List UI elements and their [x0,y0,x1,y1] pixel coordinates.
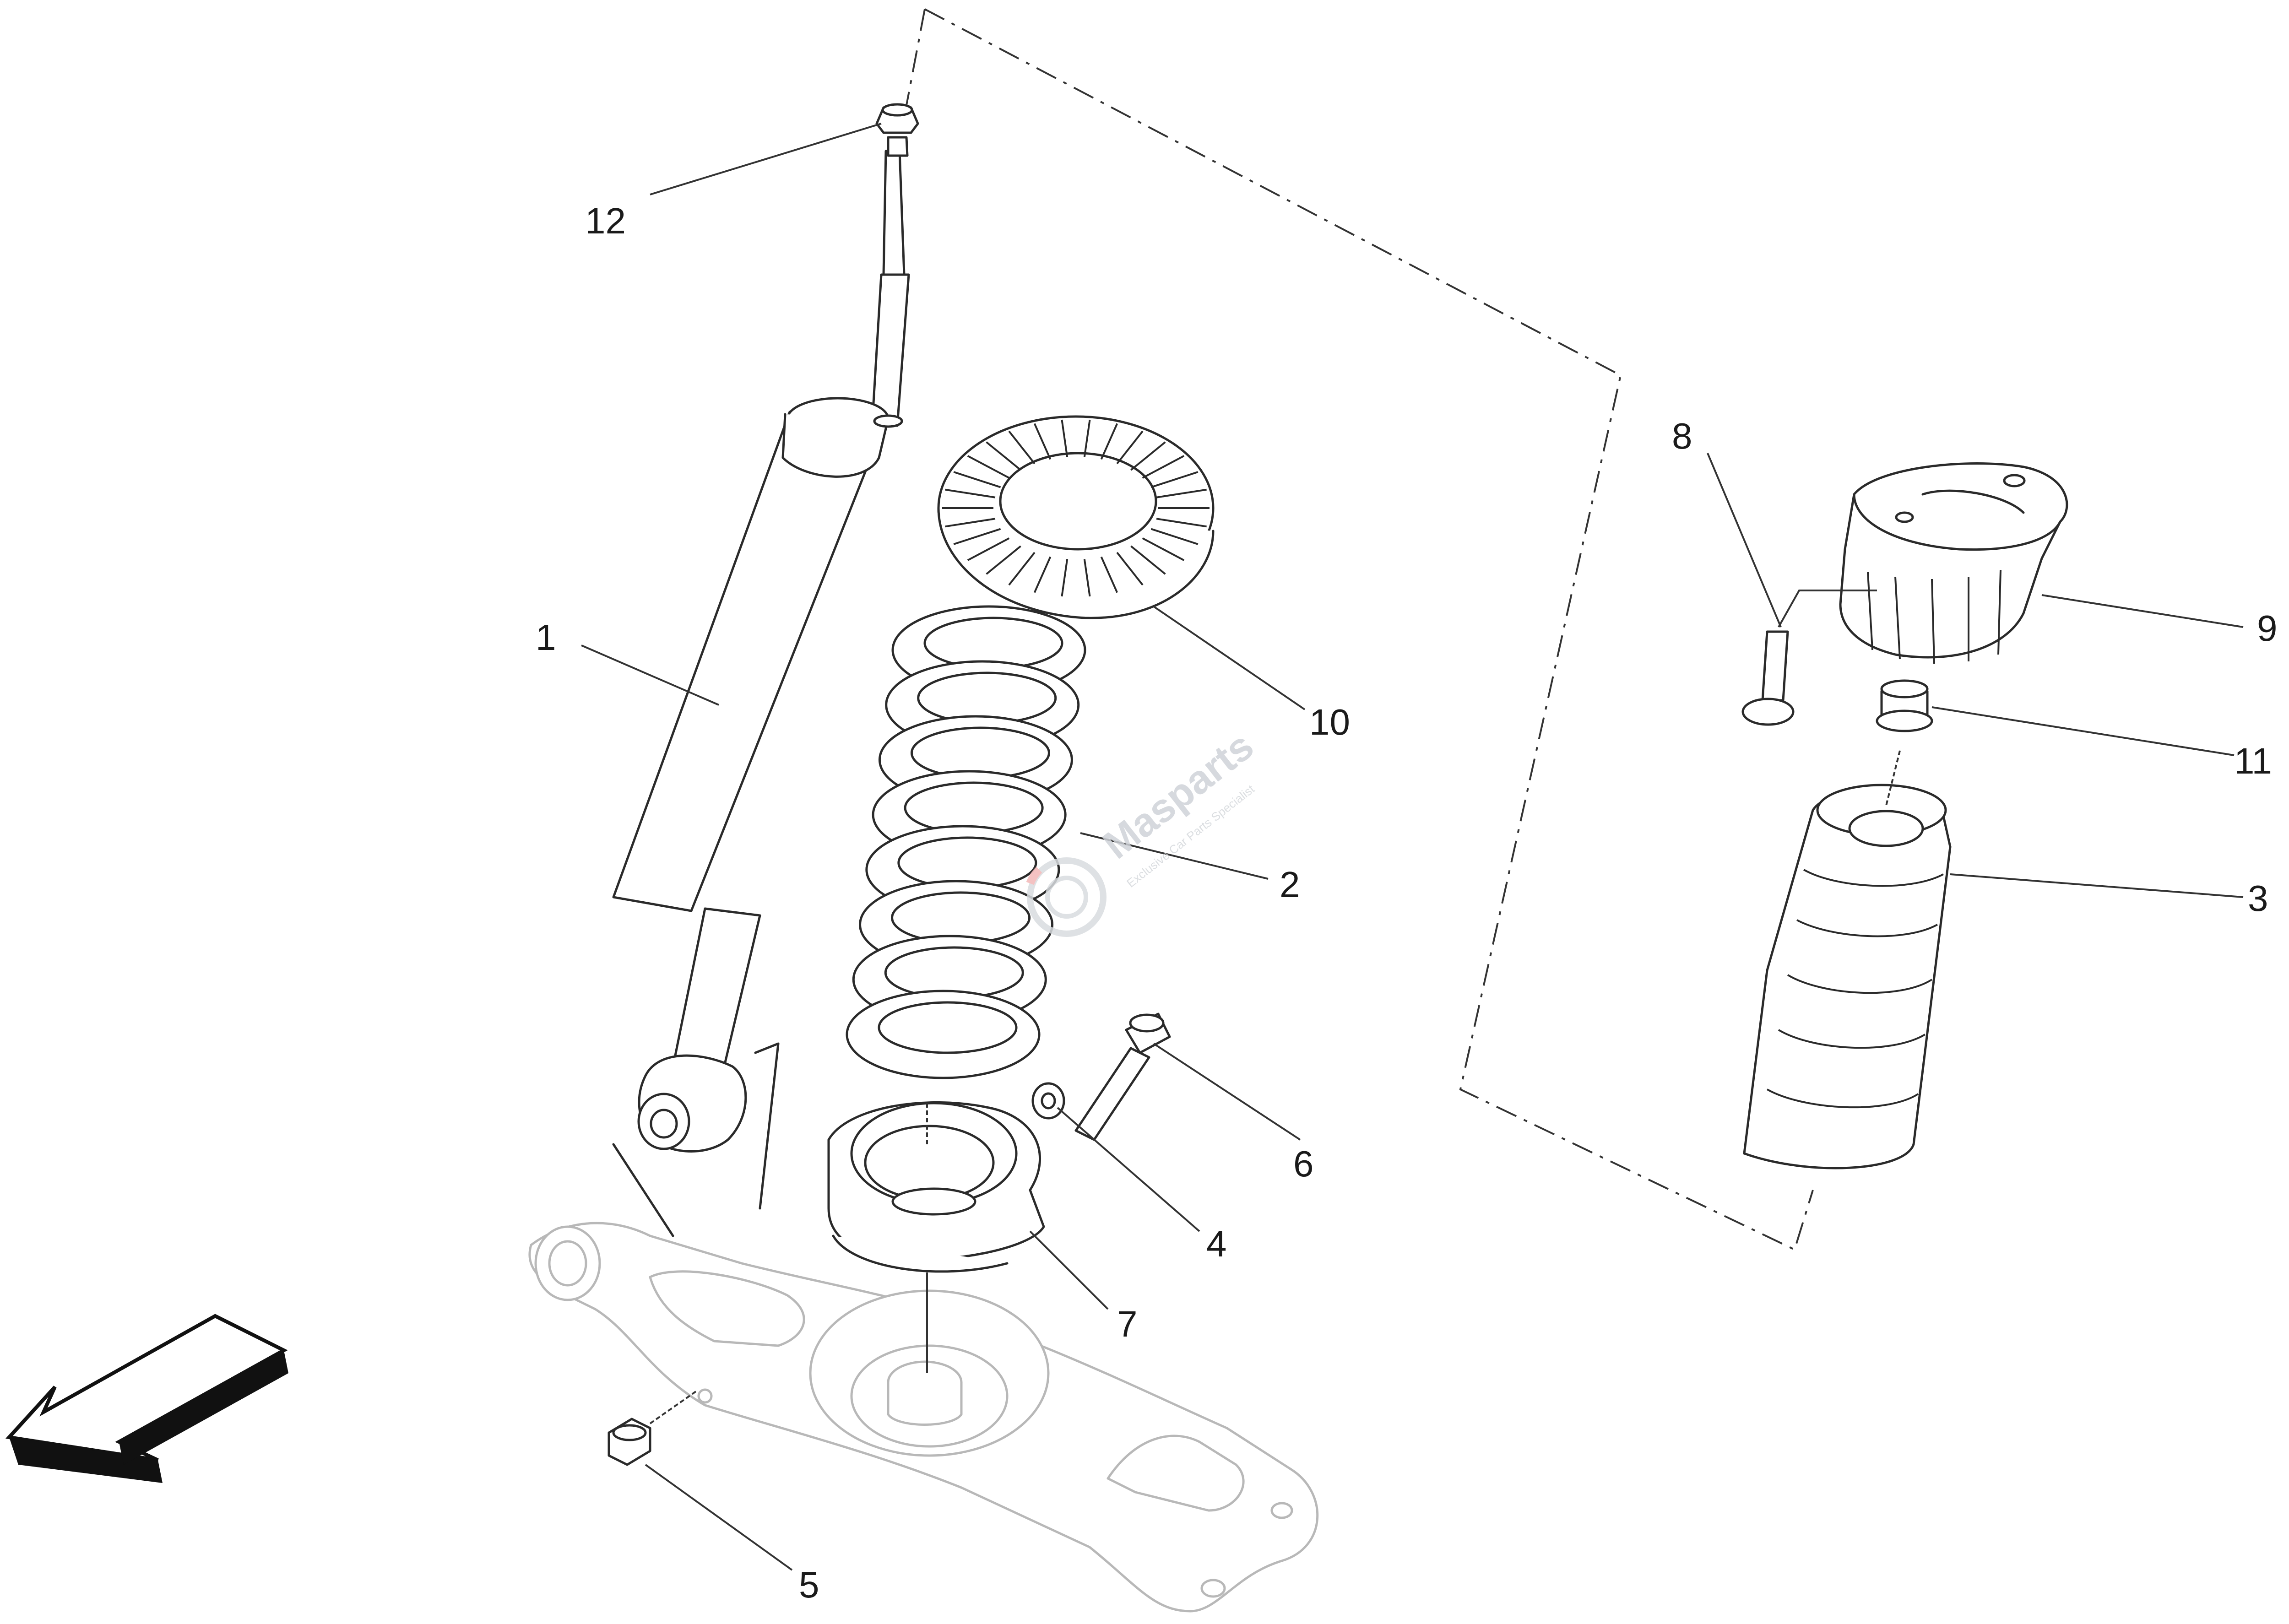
pad-rib [1156,488,1207,498]
stud-bolt [1741,590,1877,726]
pad-rib [1142,455,1185,479]
pad-rib [1142,537,1185,561]
pad-rib [1130,441,1166,471]
upper-spring-pad [937,415,1215,619]
leader-lines [581,123,2244,1571]
lower-spring-seat [827,1101,1045,1373]
pad-rib [1083,419,1091,457]
pad-rib [1033,423,1052,460]
callout-1: 1 [536,617,556,658]
pad-rib [953,528,1001,545]
callout-7: 7 [1117,1304,1138,1344]
pad-rib [1100,556,1118,593]
pad-rib [967,455,1010,479]
callout-10: 10 [1309,702,1350,742]
pad-rib [1061,559,1069,597]
upper-mount [1839,462,2068,664]
pad-rib [1150,471,1199,488]
callout-8: 8 [1672,416,1692,456]
callout-labels: 12 1 10 2 6 4 7 5 8 9 11 3 [536,200,2278,1605]
washer [1031,1082,1065,1120]
callout-9: 9 [2257,608,2278,649]
spring-coil-inner [878,1001,1018,1054]
pad-rib [1008,552,1036,586]
pad-rib [986,545,1021,575]
pad-rib [1008,430,1036,465]
top-nut [875,103,919,157]
bolt [1074,1012,1171,1141]
callout-2: 2 [1280,864,1300,905]
pad-rib [1156,518,1207,528]
callout-4: 4 [1206,1223,1227,1264]
pad-rib [1083,559,1091,597]
nut [608,1391,697,1466]
lower-control-arm [528,1222,1319,1613]
callout-11: 11 [2234,741,2272,781]
pad-rib [1033,556,1052,593]
shock-absorber [612,150,910,1237]
callout-3: 3 [2248,878,2268,919]
pad-rib [945,488,996,498]
front-direction-arrow [5,1314,288,1483]
assembly-boundary [906,8,1814,1251]
callout-6: 6 [1293,1143,1314,1184]
pad-rib [986,441,1021,471]
watermark-logo-icon [1026,857,1107,937]
pad-rib [1130,545,1166,575]
flange-nut [1876,679,1933,732]
callout-5: 5 [799,1564,819,1605]
pad-rib [945,518,996,528]
coil-spring [846,605,1086,1079]
pad-rib [1116,430,1144,465]
pad-rib [1100,423,1118,460]
pad-rib [967,537,1010,561]
pad-rib [1116,552,1144,586]
bump-stop-boot [1743,750,1952,1169]
pad-rib [1150,528,1199,545]
pad-rib [1061,419,1069,457]
callout-12: 12 [585,200,626,241]
pad-rib [953,471,1001,488]
